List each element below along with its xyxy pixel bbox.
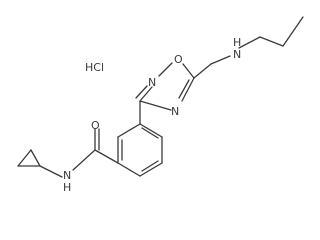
atom-labels: O N H N N O N H (63, 36, 241, 194)
bond-benzene-inner-3 (141, 160, 159, 172)
bond-cyclopropyl-n (39, 165, 63, 178)
bond-cyclopropyl-3 (30, 149, 41, 167)
atom-n-amine: N (233, 48, 241, 61)
bond-benzene-5 (139, 162, 163, 177)
atom-o-ring: O (174, 53, 183, 66)
atom-n-ring-3: N (148, 76, 156, 89)
bond-benzene-inner-2 (141, 127, 159, 139)
bond-benzene-2 (117, 123, 141, 138)
structure-diagram: O N H N N O N H HCl (17, 16, 304, 194)
bond-ch2-nh (210, 55, 231, 65)
bond-oxadiazole-5 (139, 100, 172, 111)
bond-oxadiazole-3 (182, 63, 195, 79)
atom-h-amine: H (233, 36, 241, 49)
bond-benzene-6 (117, 162, 141, 177)
bond-oxadiazole-ch2 (193, 63, 212, 79)
bond-nh-propyl (238, 36, 261, 49)
bond-cyclopropyl-2 (17, 149, 32, 167)
salt-label: HCl (85, 61, 104, 74)
bond-oxadiazole-2 (158, 62, 173, 77)
bond-n-carbonyl (72, 149, 96, 171)
bond-oxadiazole-4b (178, 79, 190, 99)
bond-propyl-2 (282, 16, 304, 47)
atom-n-amide: N (63, 169, 71, 182)
bond-oxadiazole-4 (181, 77, 195, 102)
atom-n-ring-4: N (171, 105, 179, 118)
bond-oxadiazole-1 (139, 86, 153, 102)
atom-h-amide: H (63, 181, 71, 194)
bond-carbonyl-benzene (94, 149, 119, 164)
atom-o-carbonyl: O (91, 119, 100, 132)
bond-benzene-3 (139, 123, 163, 138)
bond-propyl-1 (259, 36, 284, 47)
bonds (17, 16, 304, 178)
bond-oxadiazole-1b (135, 85, 148, 99)
